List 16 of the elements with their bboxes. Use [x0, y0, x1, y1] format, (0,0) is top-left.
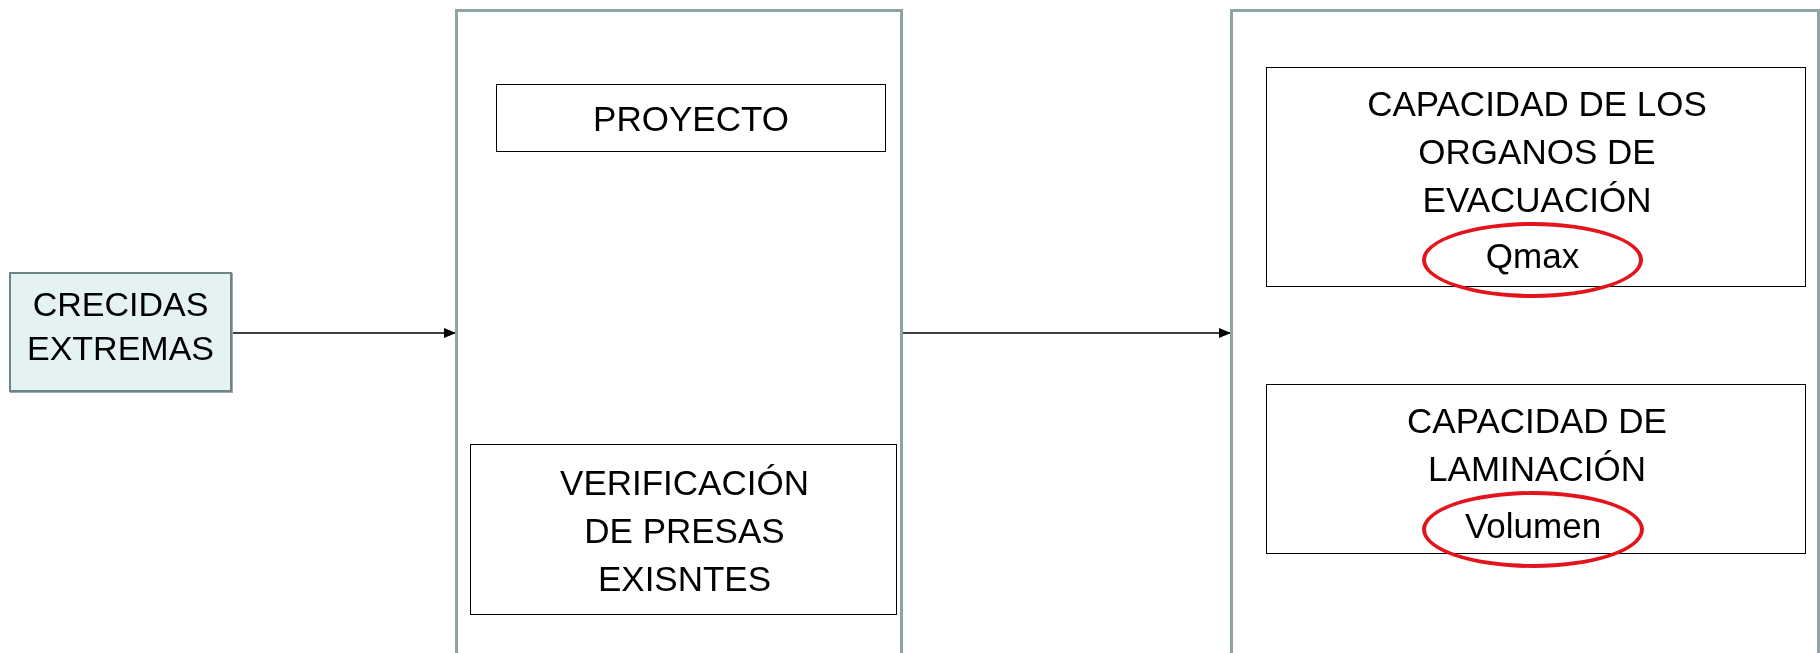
node-label: VERIFICACIÓN DE PRESAS EXISNTES	[559, 461, 810, 600]
process-box	[470, 444, 897, 615]
node-label: Volumen	[1463, 504, 1603, 547]
node-label: CRECIDAS EXTREMAS	[25, 284, 215, 369]
node-label: Qmax	[1484, 235, 1581, 277]
arrow	[902, 328, 1232, 338]
highlight-ellipse	[1422, 222, 1643, 298]
highlight-ellipse	[1422, 491, 1644, 568]
stage-panel	[1230, 9, 1820, 653]
arrow	[231, 328, 457, 338]
process-box	[496, 84, 886, 152]
start-box	[9, 272, 232, 392]
node-label: CAPACIDAD DE LOS ORGANOS DE EVACUACIÓN	[1366, 83, 1708, 221]
node-label: PROYECTO	[592, 98, 790, 140]
stage-panel	[455, 9, 903, 653]
node-label: CAPACIDAD DE LAMINACIÓN	[1406, 400, 1668, 490]
